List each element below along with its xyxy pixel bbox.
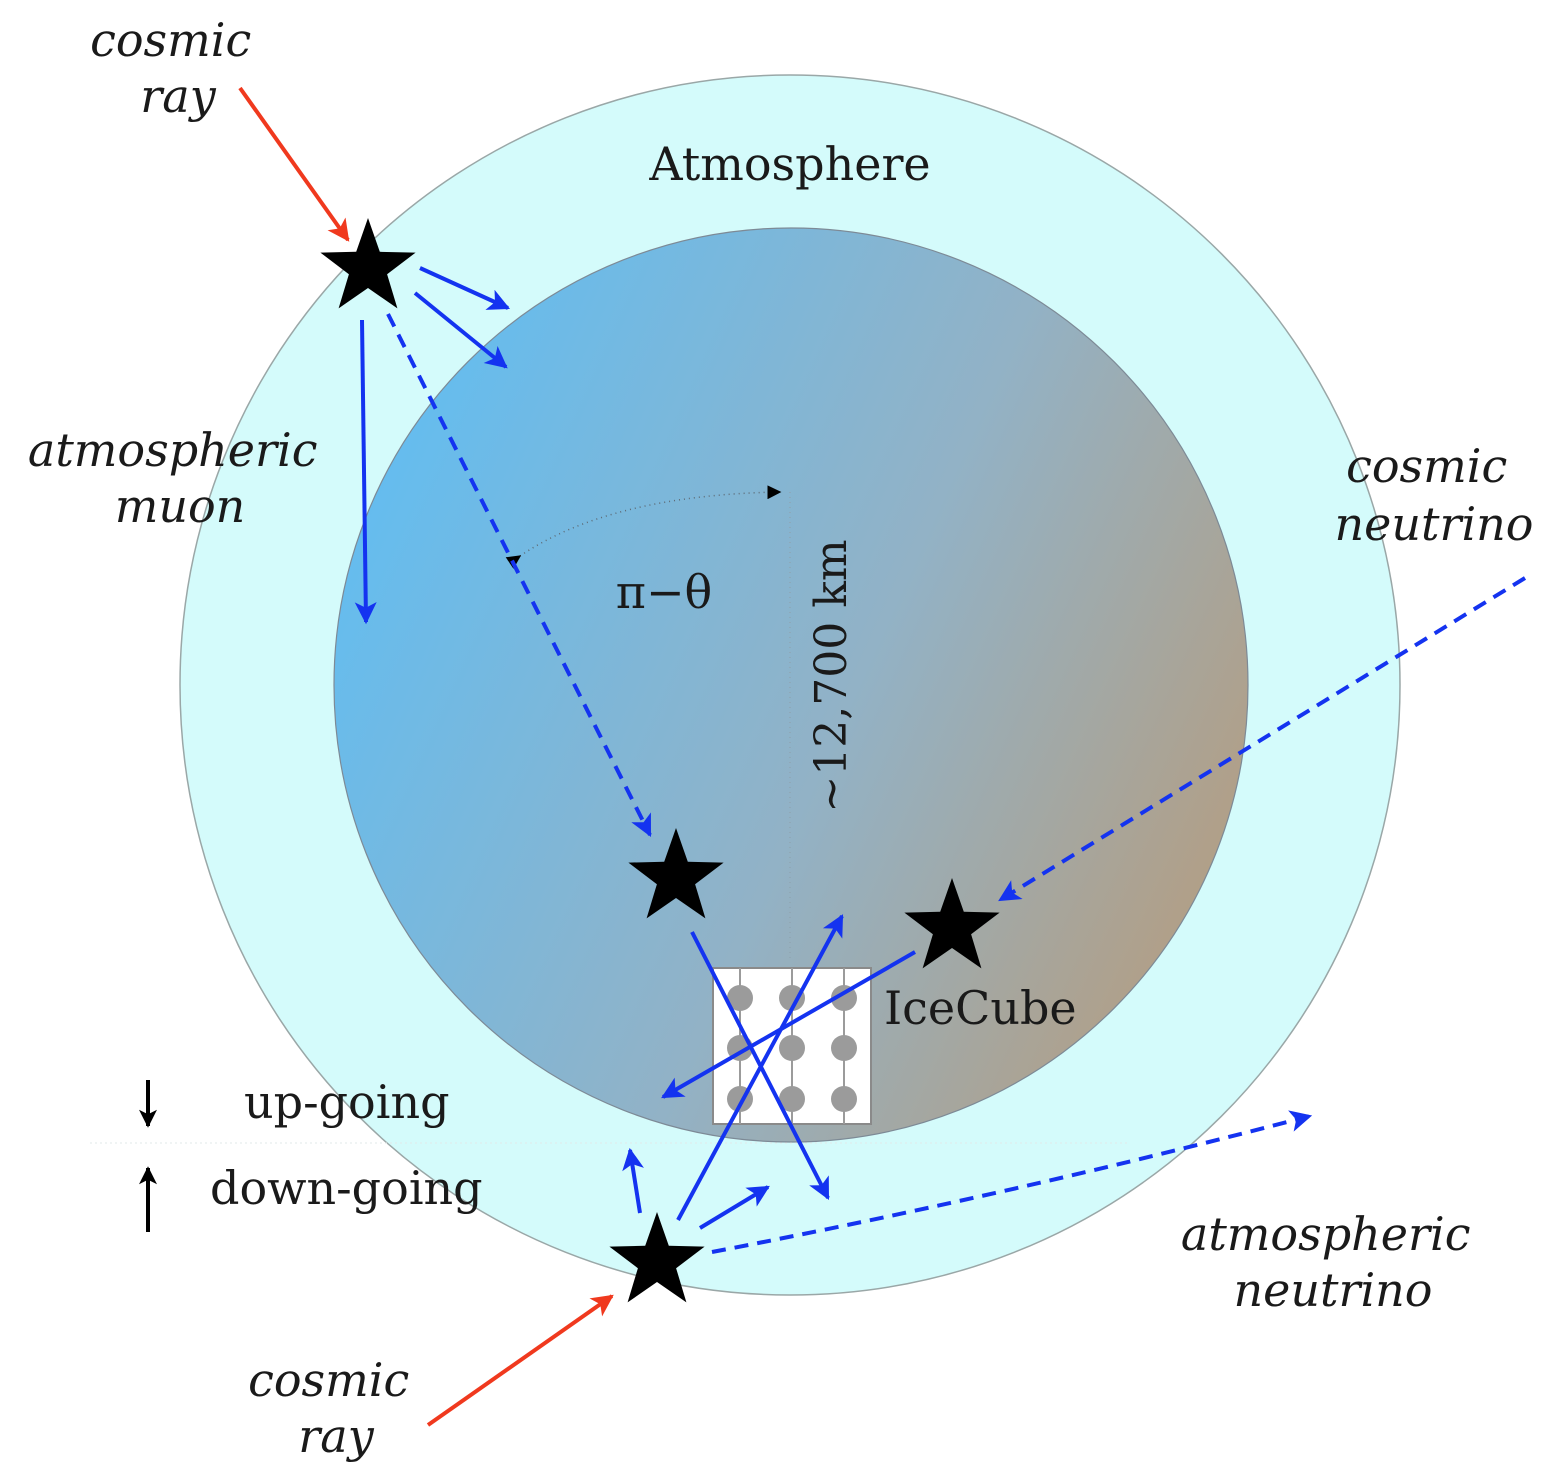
upgoing-track — [676, 914, 844, 1221]
cosmic-neutrino-label: cosmic neutrino — [1335, 439, 1534, 551]
earth-disc — [333, 227, 1249, 1143]
star-icon — [320, 218, 416, 309]
atmospheric-muon-arrow — [354, 319, 377, 625]
star-icon — [609, 1212, 705, 1303]
secondary-arrow-2 — [413, 291, 508, 369]
cosmic-ray-arrow-top — [238, 86, 350, 242]
cosmic-ray-arrow-bottom — [426, 1294, 614, 1427]
icecube-detector — [712, 967, 872, 1125]
star-icon — [628, 828, 724, 919]
angle-label: π−θ — [616, 565, 712, 619]
atmosphere-label: Atmosphere — [648, 137, 930, 191]
star-icon — [904, 878, 1000, 969]
atmospheric-neutrino-label: atmospheric neutrino — [1181, 1207, 1485, 1317]
down-going-label: down-going — [210, 1161, 483, 1215]
secondary-arrow-1 — [419, 266, 511, 310]
distance-label: ~12,700 km — [806, 539, 857, 812]
up-going-label: up-going — [244, 1075, 450, 1129]
atmospheric-muon-label: atmospheric muon — [28, 423, 332, 533]
downgoing-neutrino-arrow — [386, 313, 652, 837]
track-from-right-star — [661, 950, 916, 1099]
icecube-label: IceCube — [884, 981, 1077, 1035]
cosmic-neutrino-arrow — [998, 576, 1527, 902]
cosmic-ray-label-bottom: cosmic ray — [248, 1353, 424, 1463]
bottom-secondary-2 — [698, 1185, 770, 1230]
bottom-secondary-1 — [622, 1147, 644, 1214]
cosmic-ray-label-top: cosmic ray — [90, 13, 266, 123]
angle-arc — [505, 485, 782, 569]
atmospheric-neutrino-arrow — [711, 1110, 1313, 1254]
